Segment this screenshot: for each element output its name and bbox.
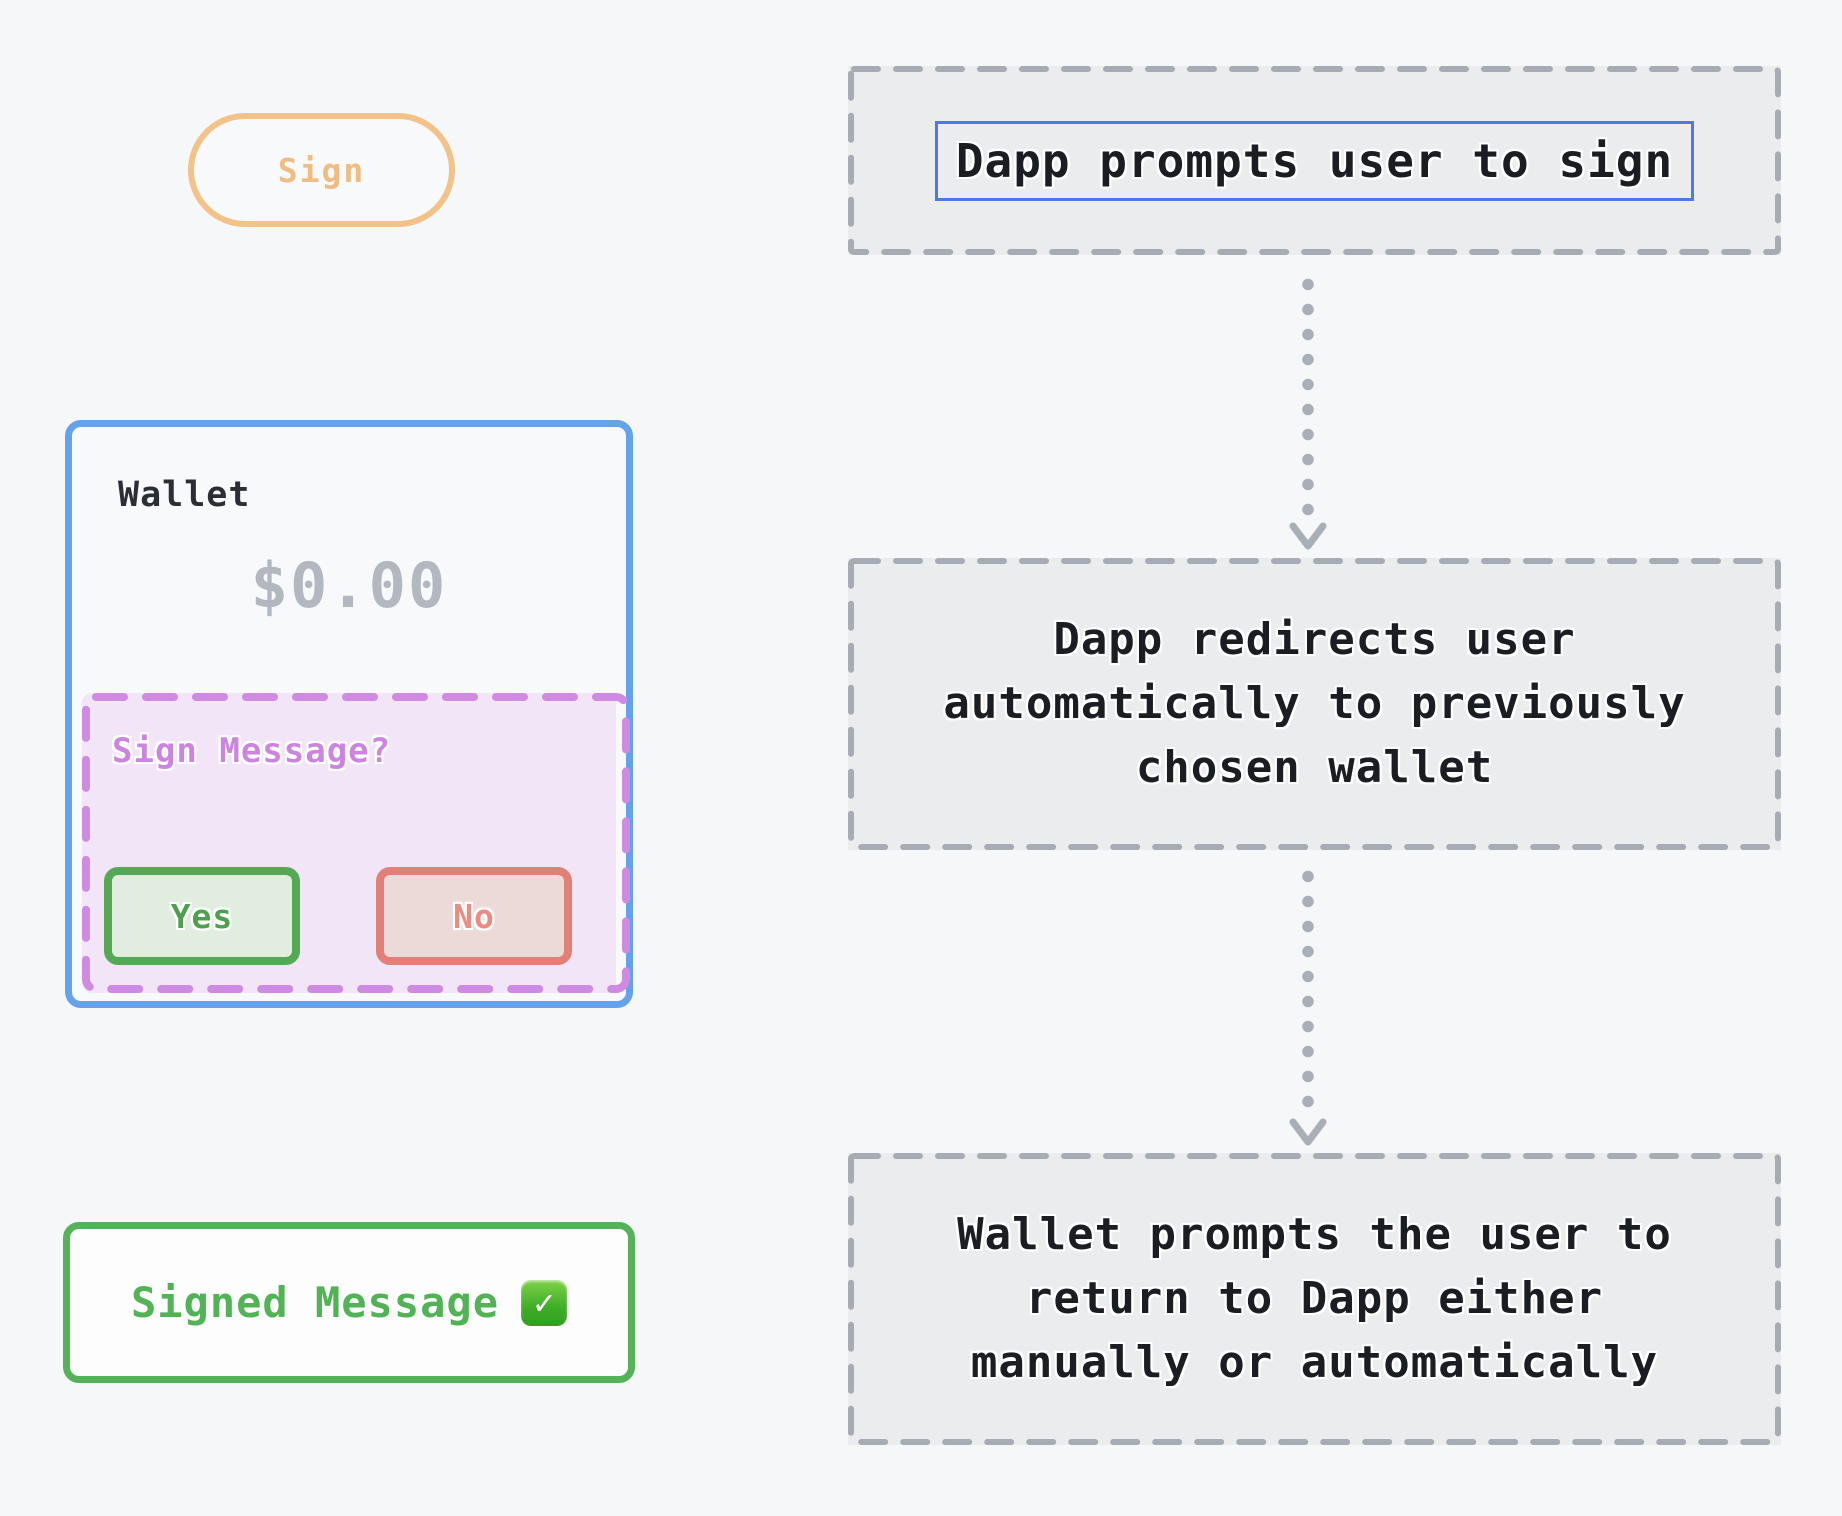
wallet-balance: $0.00 (250, 549, 448, 622)
flow-step-dapp-redirects[interactable]: Dapp redirects user automatically to pre… (848, 558, 1781, 850)
flow-arrow-down (1288, 272, 1328, 552)
sign-pill-label: Sign (277, 150, 366, 190)
signed-message-label: Signed Message (130, 1278, 499, 1327)
arrowhead-icon (1289, 1118, 1327, 1146)
flow-arrow-down (1288, 864, 1328, 1148)
arrowhead-icon (1289, 522, 1327, 550)
wallet-title: Wallet (118, 475, 251, 515)
flow-step-text: Dapp redirects user automatically to pre… (943, 614, 1686, 793)
dashed-border (82, 693, 630, 993)
flow-step-text: Wallet prompts the user to return to Dap… (957, 1209, 1672, 1388)
dotted-line (1302, 864, 1314, 1118)
selected-text-frame[interactable]: Dapp prompts user to sign (934, 120, 1695, 201)
no-button[interactable]: No (376, 867, 572, 965)
dotted-line (1302, 272, 1314, 522)
sign-message-prompt: Sign Message? Yes No (82, 693, 630, 993)
wallet-card: Wallet $0.00 Sign Message? Yes No (65, 420, 633, 1008)
flow-step-wallet-prompts[interactable]: Wallet prompts the user to return to Dap… (848, 1153, 1781, 1445)
flow-step-text: Dapp prompts user to sign (955, 133, 1674, 188)
yes-button-label: Yes (170, 896, 234, 936)
sign-message-question: Sign Message? (112, 731, 392, 771)
yes-button[interactable]: Yes (104, 867, 300, 965)
signed-message-box: Signed Message ✓ (63, 1222, 635, 1383)
sign-pill-button[interactable]: Sign (188, 113, 455, 227)
check-mark-icon: ✓ (521, 1279, 567, 1326)
no-button-label: No (453, 896, 495, 936)
flow-step-dapp-prompts[interactable]: Dapp prompts user to sign (848, 66, 1781, 255)
